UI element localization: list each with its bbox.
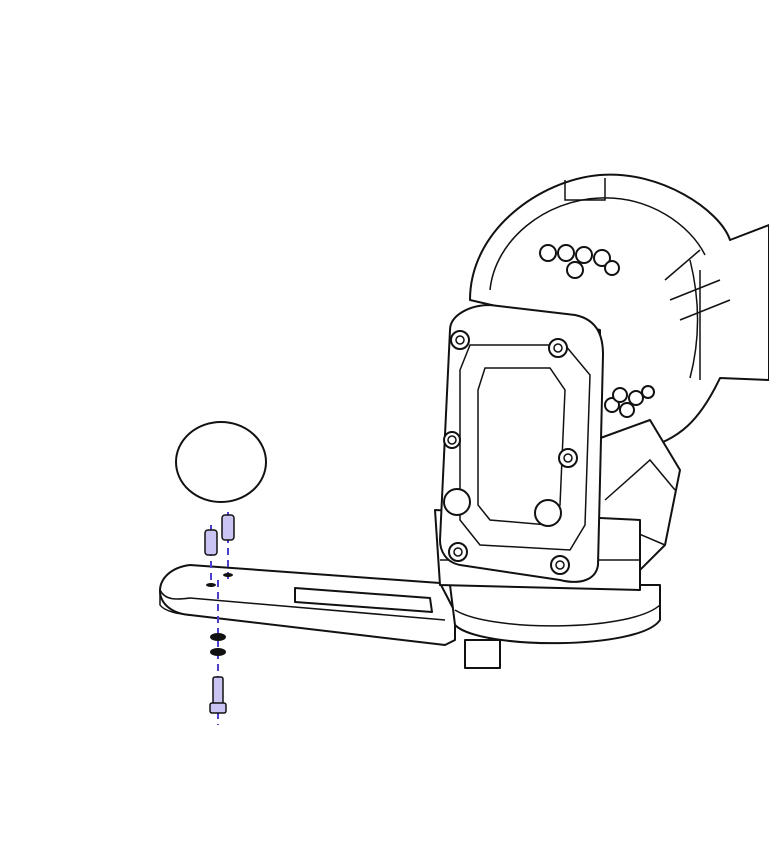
button-left: [443, 488, 471, 516]
cable-bundle-bottom: [604, 385, 655, 418]
standoff-screw: [221, 514, 235, 541]
button-right: [534, 499, 562, 527]
cable-bundle-top: [539, 244, 620, 279]
mounting-hardware: [204, 512, 235, 725]
washer: [210, 648, 226, 656]
bracket-arm: [159, 564, 456, 646]
bolt: [212, 676, 224, 706]
washer: [210, 633, 226, 641]
standoff-screw: [204, 529, 218, 556]
robot-arm-link: [469, 173, 769, 451]
robot-wrist-cover: [439, 304, 604, 583]
ball: [175, 421, 267, 503]
